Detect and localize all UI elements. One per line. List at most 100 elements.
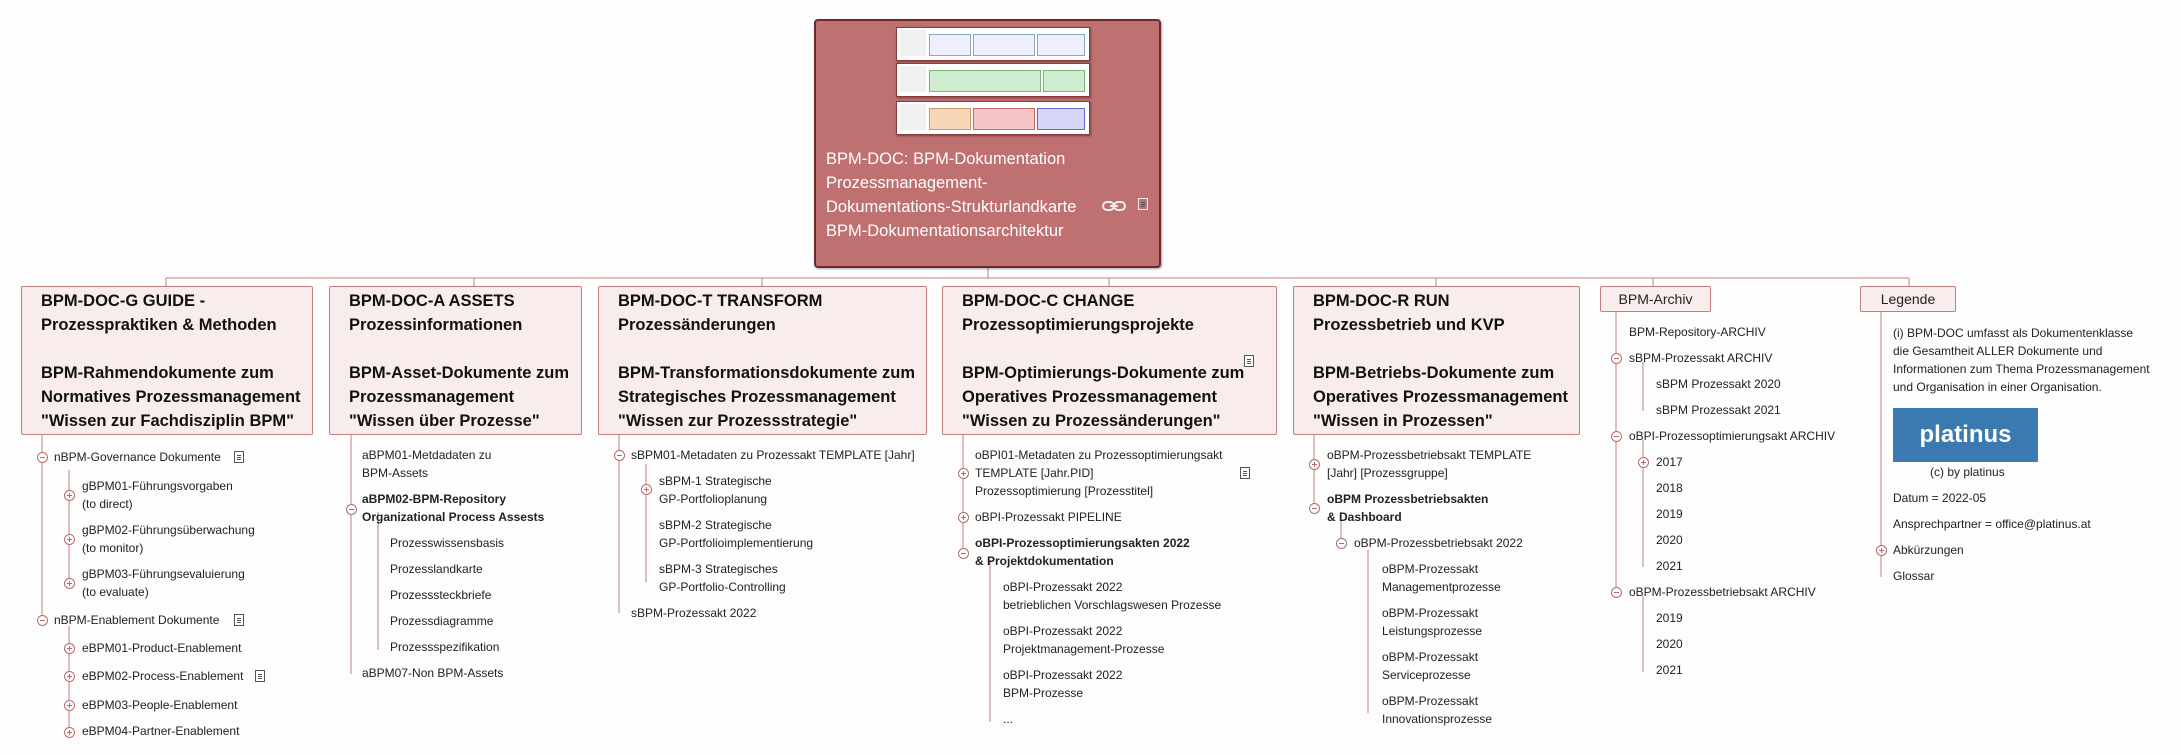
header-guide[interactable]: BPM-DOC-G GUIDE - Prozesspraktiken & Met…	[21, 286, 313, 435]
tree-item[interactable]: 2020	[1656, 637, 1683, 651]
collapse-toggle-icon[interactable]	[37, 615, 48, 626]
thumbnail-strip	[896, 101, 1090, 135]
collapse-toggle-icon[interactable]	[1611, 353, 1622, 364]
tree-item[interactable]: 2021	[1656, 663, 1683, 677]
tree-item[interactable]: sBPM-1 Strategische	[659, 474, 772, 488]
tree-item[interactable]: oBPM-Prozessbetriebsakt TEMPLATE	[1327, 448, 1532, 462]
expand-toggle-icon[interactable]	[1876, 545, 1887, 556]
tree-item[interactable]: oBPI-Prozessoptimierungsakt ARCHIV	[1629, 429, 1836, 443]
expand-toggle-icon[interactable]	[64, 490, 75, 501]
tree-item[interactable]: gBPM01-Führungsvorgaben	[82, 479, 233, 493]
tree-item[interactable]: oBPM-Prozessakt	[1382, 562, 1479, 576]
header-archiv[interactable]: BPM-Archiv	[1600, 286, 1711, 312]
tree-item[interactable]: Prozessspezifikation	[390, 640, 500, 654]
header-line: BPM-Asset-Dokumente zum	[349, 364, 570, 382]
tree-item[interactable]: oBPI-Prozessoptimierungsakten 2022	[975, 536, 1190, 550]
tree-item[interactable]: sBPM-Prozessakt ARCHIV	[1629, 351, 1773, 365]
copyright-text: (c) by platinus	[1930, 465, 2005, 479]
collapse-toggle-icon[interactable]	[614, 450, 625, 461]
tree-item[interactable]: 2019	[1656, 611, 1683, 625]
header-line: BPM-Transformationsdokumente zum	[618, 364, 916, 382]
tree-item[interactable]: sBPM-Prozessakt 2022	[631, 606, 757, 620]
tree-item[interactable]: 2017	[1656, 455, 1683, 469]
note-icon[interactable]	[234, 614, 244, 626]
note-icon[interactable]	[1138, 198, 1148, 210]
collapse-toggle-icon[interactable]	[37, 452, 48, 463]
collapse-toggle-icon[interactable]	[958, 548, 969, 559]
header-assets[interactable]: BPM-DOC-A ASSETS Prozessinformationen BP…	[329, 286, 582, 435]
tree-item[interactable]: BPM-Repository-ARCHIV	[1629, 325, 1766, 339]
header-legende[interactable]: Legende	[1860, 286, 1956, 312]
note-icon[interactable]	[1240, 467, 1250, 479]
expand-toggle-icon[interactable]	[958, 468, 969, 479]
tree-item[interactable]: Prozessdiagramme	[390, 614, 494, 628]
tree-item[interactable]: aBPM02-BPM-Repository	[362, 492, 507, 506]
tree-item[interactable]: oBPI01-Metadaten zu Prozessoptimierungsa…	[975, 448, 1223, 462]
tree-item[interactable]: oBPM-Prozessakt	[1382, 694, 1479, 708]
tree-item[interactable]: eBPM01-Product-Enablement	[82, 641, 242, 655]
tree-item[interactable]: nBPM-Enablement Dokumente	[54, 613, 220, 627]
tree-item[interactable]: oBPM Prozessbetriebsakten	[1327, 492, 1489, 506]
expand-toggle-icon[interactable]	[64, 727, 75, 738]
expand-toggle-icon[interactable]	[64, 534, 75, 545]
tree-item[interactable]: sBPM Prozessakt 2021	[1656, 403, 1781, 417]
tree-item[interactable]: oBPM-Prozessakt	[1382, 650, 1479, 664]
tree-item-sub: Projektmanagement-Prozesse	[1003, 642, 1165, 656]
header-line: "Wissen über Prozesse"	[349, 412, 540, 430]
note-icon[interactable]	[1244, 355, 1254, 367]
tree-item[interactable]: eBPM03-People-Enablement	[82, 698, 238, 712]
tree-item[interactable]: 2021	[1656, 559, 1683, 573]
tree-item[interactable]: gBPM03-Führungsevaluierung	[82, 567, 245, 581]
root-node[interactable]: BPM-DOC: BPM-Dokumentation Prozessmanage…	[814, 19, 1161, 268]
header-run[interactable]: BPM-DOC-R RUN Prozessbetrieb und KVP BPM…	[1293, 286, 1580, 435]
header-line: "Wissen zur Prozessstrategie"	[618, 412, 858, 430]
expand-toggle-icon[interactable]	[1309, 459, 1320, 470]
tree-item[interactable]: oBPI-Prozessakt PIPELINE	[975, 510, 1122, 524]
tree-item[interactable]: sBPM-3 Strategisches	[659, 562, 778, 576]
header-change[interactable]: BPM-DOC-C CHANGE Prozessoptimierungsproj…	[942, 286, 1277, 435]
note-icon[interactable]	[234, 451, 244, 463]
collapse-toggle-icon[interactable]	[1611, 587, 1622, 598]
collapse-toggle-icon[interactable]	[1336, 538, 1347, 549]
tree-item[interactable]: oBPI-Prozessakt 2022	[1003, 668, 1123, 682]
tree-item[interactable]: aBPM07-Non BPM-Assets	[362, 666, 504, 680]
glossar-item[interactable]: Glossar	[1893, 569, 1935, 583]
tree-item[interactable]: gBPM02-Führungsüberwachung	[82, 523, 255, 537]
tree-item[interactable]: sBPM Prozessakt 2020	[1656, 377, 1781, 391]
tree-item[interactable]: aBPM01-Metdadaten zu	[362, 448, 492, 462]
expand-toggle-icon[interactable]	[641, 484, 652, 495]
tree-item[interactable]: oBPM-Prozessbetriebsakt 2022	[1354, 536, 1523, 550]
expand-toggle-icon[interactable]	[64, 643, 75, 654]
tree-item[interactable]: 2018	[1656, 481, 1683, 495]
tree-item[interactable]: 2019	[1656, 507, 1683, 521]
tree-item[interactable]: eBPM02-Process-Enablement	[82, 669, 244, 683]
expand-toggle-icon[interactable]	[64, 578, 75, 589]
tree-item-sub: (to direct)	[82, 497, 133, 511]
tree-item[interactable]: eBPM04-Partner-Enablement	[82, 724, 240, 738]
tree-item[interactable]: Prozesslandkarte	[390, 562, 483, 576]
expand-toggle-icon[interactable]	[1638, 457, 1649, 468]
tree-item-sub: BPM-Prozesse	[1003, 686, 1084, 700]
tree-item[interactable]: oBPI-Prozessakt 2022	[1003, 580, 1123, 594]
expand-toggle-icon[interactable]	[958, 512, 969, 523]
tree-item[interactable]: sBPM01-Metadaten zu Prozessakt TEMPLATE …	[631, 448, 915, 462]
header-line: BPM-Rahmendokumente zum	[41, 364, 274, 382]
note-icon[interactable]	[255, 670, 265, 682]
header-transform[interactable]: BPM-DOC-T TRANSFORM Prozessänderungen BP…	[598, 286, 927, 435]
collapse-toggle-icon[interactable]	[346, 504, 357, 515]
tree-item[interactable]: Prozesswissensbasis	[390, 536, 505, 550]
abkuerzungen-item[interactable]: Abkürzungen	[1893, 543, 1964, 557]
tree-item[interactable]: sBPM-2 Strategische	[659, 518, 772, 532]
tree-item[interactable]: Prozesssteckbriefe	[390, 588, 492, 602]
tree-item[interactable]: nBPM-Governance Dokumente	[54, 450, 221, 464]
expand-toggle-icon[interactable]	[64, 671, 75, 682]
collapse-toggle-icon[interactable]	[1309, 503, 1320, 514]
tree-item[interactable]: oBPM-Prozessakt	[1382, 606, 1479, 620]
tree-item[interactable]: ...	[1003, 712, 1014, 726]
tree-item[interactable]: 2020	[1656, 533, 1683, 547]
collapse-toggle-icon[interactable]	[1611, 431, 1622, 442]
link-icon[interactable]	[1102, 199, 1126, 213]
expand-toggle-icon[interactable]	[64, 700, 75, 711]
tree-item[interactable]: oBPM-Prozessbetriebsakt ARCHIV	[1629, 585, 1816, 599]
tree-item[interactable]: oBPI-Prozessakt 2022	[1003, 624, 1123, 638]
